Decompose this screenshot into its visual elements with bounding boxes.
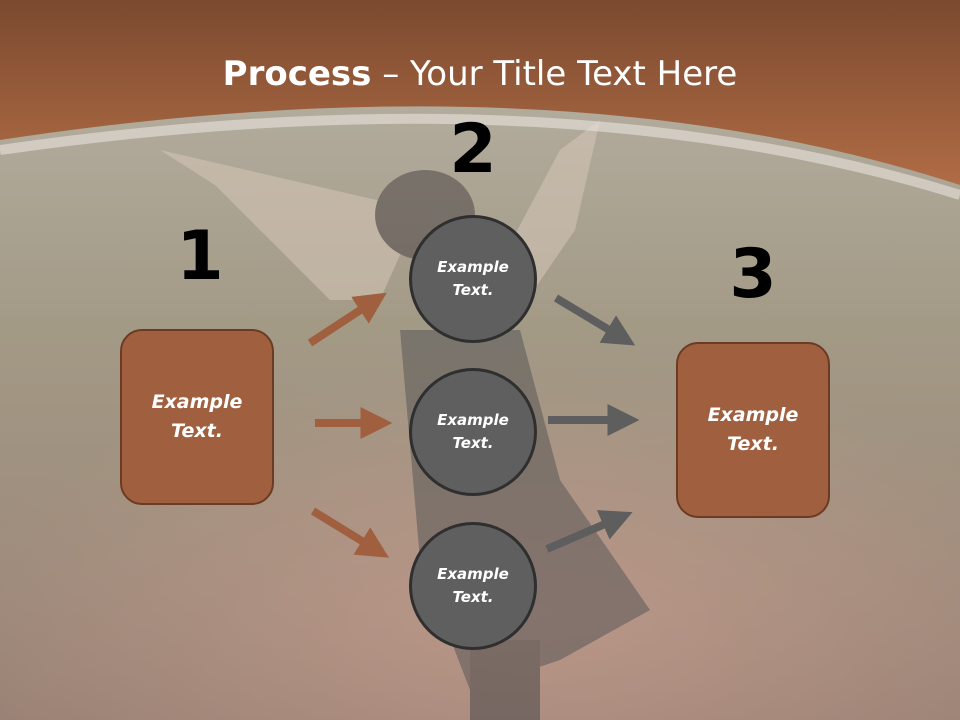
arrow-bottom-to-right — [545, 510, 633, 553]
title-rest: Your Title Text Here — [410, 54, 738, 94]
left-box: Example Text. — [120, 329, 274, 505]
arrow-top-to-right — [553, 294, 636, 346]
arrow-left-to-bottom — [310, 507, 390, 558]
slide-title: Process – Your Title Text Here — [0, 50, 960, 98]
circle-1: Example Text. — [409, 215, 537, 343]
circle-3: Example Text. — [409, 522, 537, 650]
title-dash: – — [371, 54, 411, 94]
left-box-text: Example Text. — [151, 391, 243, 442]
circle-3-text: Example Text. — [437, 565, 509, 606]
right-box-text: Example Text. — [707, 404, 799, 455]
circle-2-text: Example Text. — [437, 411, 509, 452]
circle-2: Example Text. — [409, 368, 537, 496]
circle-1-text: Example Text. — [437, 258, 509, 299]
title-bold: Process — [222, 54, 372, 94]
step-number-2: 2 — [449, 110, 497, 189]
step-number-1: 1 — [176, 217, 224, 296]
arrow-left-to-top — [307, 292, 387, 347]
header-band — [0, 0, 960, 185]
right-box: Example Text. — [676, 342, 830, 518]
step-number-3: 3 — [729, 235, 777, 314]
